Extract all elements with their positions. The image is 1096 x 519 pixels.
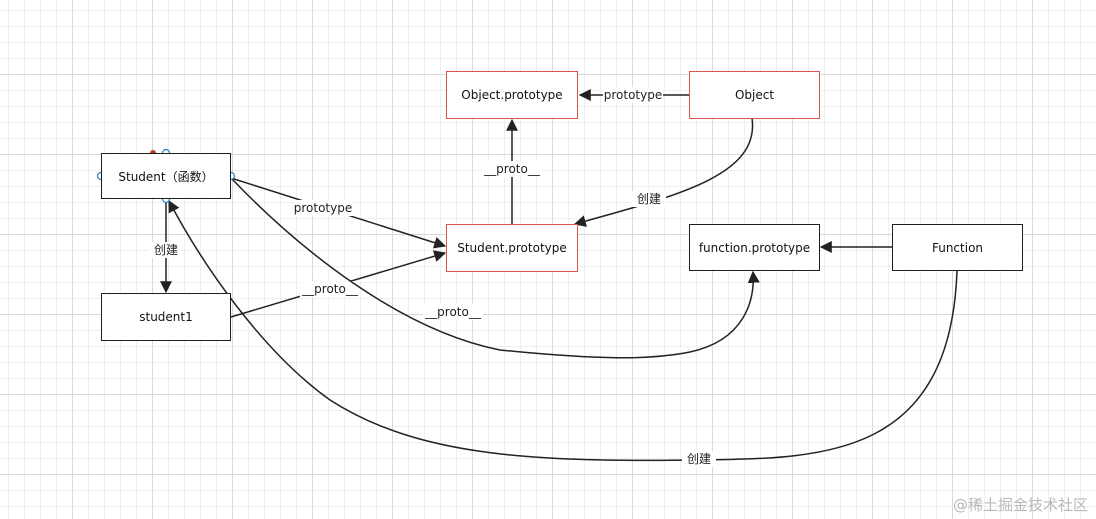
edge-label-create: 创建 (637, 192, 661, 206)
node-student-function[interactable]: Student（函数） (101, 153, 231, 199)
node-function-prototype[interactable]: function.prototype (689, 224, 820, 271)
edge-label-proto: __proto__ (483, 162, 541, 176)
node-student-prototype[interactable]: Student.prototype (446, 224, 578, 272)
node-label: Function (931, 240, 984, 255)
edge-label-proto: __proto__ (301, 282, 359, 296)
node-label: Object.prototype (461, 88, 563, 102)
edge-student-prototype-to-object-prototype[interactable]: __proto__ (482, 118, 542, 224)
watermark: @稀土掘金技术社区 (952, 496, 1088, 514)
node-label: student1 (139, 310, 193, 324)
node-label: function.prototype (698, 240, 811, 255)
node-label: Student（函数） (118, 169, 214, 184)
edge-function-to-student-fn[interactable]: 创建 (168, 199, 958, 467)
edge-student1-to-student-prototype[interactable]: __proto__ (230, 250, 447, 318)
edge-label-proto: __proto__ (424, 305, 482, 319)
edge-student-fn-to-student1[interactable]: 创建 (149, 199, 183, 294)
edge-student-fn-to-function-prototype[interactable]: __proto__ (230, 177, 760, 359)
edge-student-fn-to-student-prototype[interactable]: prototype (230, 177, 447, 249)
node-student1[interactable]: student1 (101, 293, 231, 341)
edge-label-prototype: prototype (604, 88, 662, 102)
edge-object-to-student-prototype[interactable]: 创建 (573, 117, 754, 227)
node-label: Object (734, 88, 775, 102)
edge-label-create: 创建 (154, 243, 178, 257)
edge-label-prototype: prototype (294, 201, 352, 215)
node-label: Student.prototype (457, 241, 567, 255)
edge-object-to-object-prototype[interactable]: prototype (578, 87, 690, 103)
node-function[interactable]: Function (892, 224, 1023, 271)
node-object-prototype[interactable]: Object.prototype (446, 71, 578, 119)
node-object[interactable]: Object (689, 71, 820, 119)
edge-label-create: 创建 (687, 452, 711, 466)
